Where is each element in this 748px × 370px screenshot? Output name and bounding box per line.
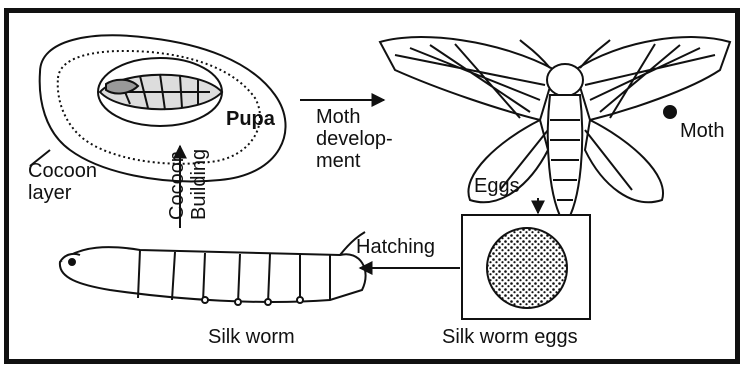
moth-development-label: Moth develop- ment	[316, 106, 393, 172]
moth-label: Moth	[680, 120, 724, 142]
cocoon-building-label: Cocoon Building	[166, 120, 210, 220]
pupa-label: Pupa	[226, 108, 275, 130]
silk-worm-label: Silk worm	[208, 326, 295, 348]
silk-worm-eggs-label: Silk worm eggs	[442, 326, 578, 348]
cocoon-layer-label: Cocoon layer	[28, 160, 97, 204]
eggs-label: Eggs	[474, 175, 520, 197]
eggs-illustration	[462, 215, 590, 319]
silkworm-illustration	[60, 232, 366, 305]
moth-illustration	[380, 37, 730, 225]
hatching-label: Hatching	[356, 236, 435, 258]
